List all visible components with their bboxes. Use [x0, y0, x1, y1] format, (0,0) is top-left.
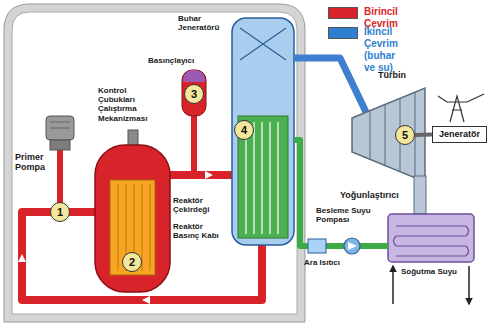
part-label: Reaktör Basınç Kabı — [173, 222, 231, 240]
pressurizer — [182, 70, 206, 116]
pressurizer-pipe — [191, 114, 197, 175]
containment-inside — [12, 12, 297, 314]
hot-leg-pipe — [168, 171, 236, 179]
turbine-exhaust — [414, 176, 426, 214]
callout-text: 5 — [402, 130, 408, 141]
feed-pump — [344, 238, 360, 254]
generator-label: Jeneratör — [439, 130, 480, 139]
part-label: Besleme Suyu Pompası — [316, 206, 382, 224]
heater — [308, 239, 326, 253]
flow-arrow — [18, 254, 26, 262]
cooling-water-in — [392, 266, 394, 304]
callout-number: 4 — [234, 120, 254, 140]
flow-arrow — [142, 296, 150, 304]
part-label: Primer Pompa — [15, 152, 57, 173]
turbine — [352, 88, 425, 182]
part-label: Reaktör Çekirdeği — [173, 196, 231, 214]
pump-detail — [50, 122, 70, 123]
pump-body — [50, 140, 70, 150]
u-tubes — [246, 122, 278, 234]
generator-box: Jeneratör — [432, 126, 487, 143]
reactor-vessel — [95, 145, 170, 292]
part-label: Ara Isıtıcı — [304, 258, 360, 267]
legend-swatch — [328, 27, 358, 39]
condenser-coil — [394, 226, 469, 256]
pressurizer-dome — [183, 70, 205, 82]
reactor-core — [110, 180, 155, 275]
callout-number: 5 — [395, 125, 415, 145]
steam-generator — [232, 18, 294, 245]
callout-number: 2 — [122, 252, 142, 272]
feed-pump-symbol — [348, 242, 357, 250]
fuel-rods — [118, 184, 150, 271]
callout-text: 4 — [241, 125, 247, 136]
callout-text: 3 — [191, 89, 197, 100]
steam-generator-tubes — [238, 116, 288, 238]
containment-wall — [4, 4, 305, 322]
callout-text: 2 — [129, 257, 135, 268]
pump-motor — [46, 116, 74, 140]
legend-swatch — [328, 7, 358, 19]
condenser — [388, 214, 474, 262]
callout-number: 3 — [184, 84, 204, 104]
callout-text: 1 — [57, 207, 63, 218]
part-label: Basınçlayıcı — [148, 56, 210, 65]
callout-number: 1 — [50, 202, 70, 222]
legend-text: İkincil Çevrim (buhar ve su) — [364, 26, 398, 74]
part-label: Soğutma Suyu — [401, 267, 465, 276]
turbine-shaft — [415, 133, 432, 138]
cooling-water-out — [468, 266, 470, 304]
flow-arrow — [205, 171, 213, 179]
steam-separator — [240, 28, 286, 60]
legend-entry: İkincil Çevrim (buhar ve su) — [328, 26, 398, 74]
part-label: Kontrol Çubukları Çalıştırma Mekanizması — [98, 86, 158, 123]
part-label: Buhar Jeneratörü — [178, 14, 230, 32]
turbine-blades — [370, 93, 415, 177]
part-label: Yoğunlaştırıcı — [340, 190, 412, 200]
pump-detail — [50, 128, 70, 129]
steam-pipe — [294, 58, 366, 112]
pylon-icon — [438, 94, 484, 122]
